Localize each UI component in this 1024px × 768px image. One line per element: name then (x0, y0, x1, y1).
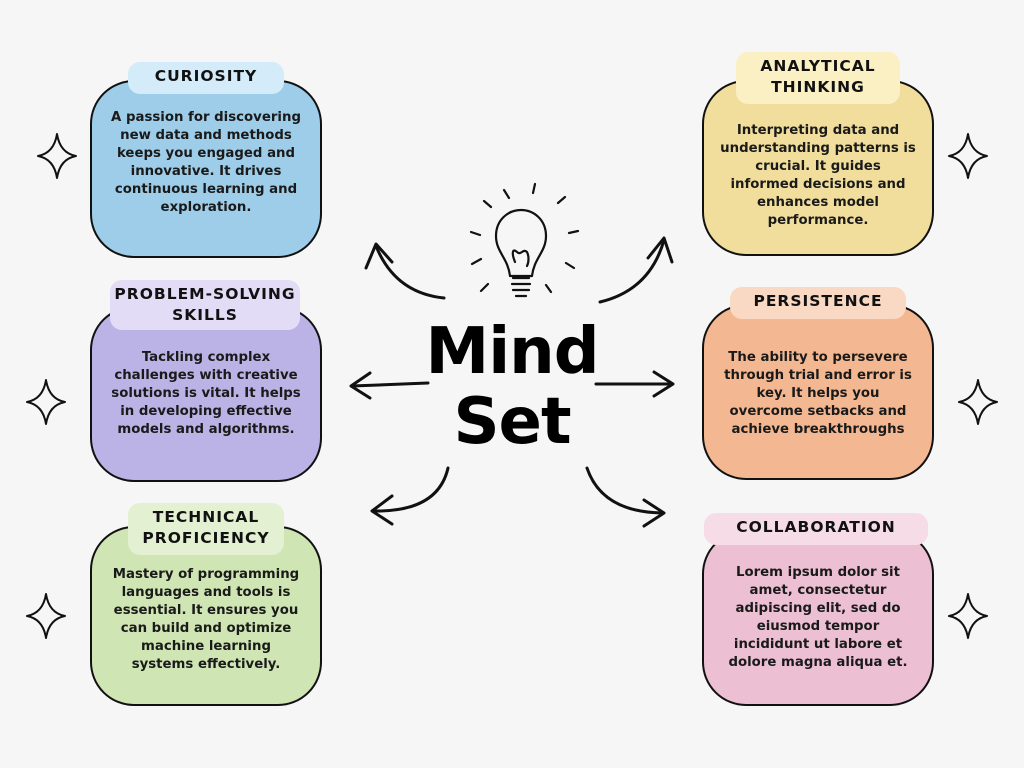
lightbulb-icon (469, 182, 580, 298)
sparkle-icon (948, 593, 988, 639)
node-card-problem-solving: Tackling complex challenges with creativ… (90, 306, 322, 482)
node-label-problem-solving: PROBLEM-SOLVING SKILLS (110, 280, 300, 330)
node-card-persistence: The ability to persevere through trial a… (702, 304, 934, 480)
curved-arrow-icon (349, 371, 430, 400)
sparkle-icon (26, 379, 66, 425)
curved-arrow-icon (594, 370, 675, 398)
node-label-technical-proficiency: TECHNICAL PROFICIENCY (128, 503, 284, 555)
curved-arrow-icon (370, 466, 450, 526)
node-label-collaboration: COLLABORATION (704, 513, 928, 545)
curved-arrow-icon (364, 242, 446, 300)
node-label-analytical-thinking: ANALYTICAL THINKING (736, 52, 900, 104)
node-description: Mastery of programming languages and too… (112, 567, 300, 672)
node-card-technical-proficiency: Mastery of programming languages and too… (90, 526, 322, 706)
central-title-line2: Set (453, 385, 571, 459)
node-description: A passion for discovering new data and m… (111, 110, 301, 215)
sparkle-icon (948, 133, 988, 179)
central-title-line1: Mind (425, 315, 600, 389)
node-card-collaboration: Lorem ipsum dolor sit amet, consectetur … (702, 530, 934, 706)
node-description: Lorem ipsum dolor sit amet, consectetur … (728, 565, 908, 670)
node-label-curiosity: CURIOSITY (128, 62, 284, 94)
node-description: Interpreting data and understanding patt… (720, 123, 916, 228)
node-description: Tackling complex challenges with creativ… (111, 350, 301, 437)
sparkle-icon (26, 593, 66, 639)
sparkle-icon (37, 133, 77, 179)
curved-arrow-icon (585, 466, 666, 528)
node-label-persistence: PERSISTENCE (730, 287, 906, 319)
node-description: The ability to persevere through trial a… (724, 350, 912, 437)
node-card-curiosity: A passion for discovering new data and m… (90, 80, 322, 258)
curved-arrow-icon (598, 236, 674, 304)
node-card-analytical-thinking: Interpreting data and understanding patt… (702, 80, 934, 256)
sparkle-icon (958, 379, 998, 425)
